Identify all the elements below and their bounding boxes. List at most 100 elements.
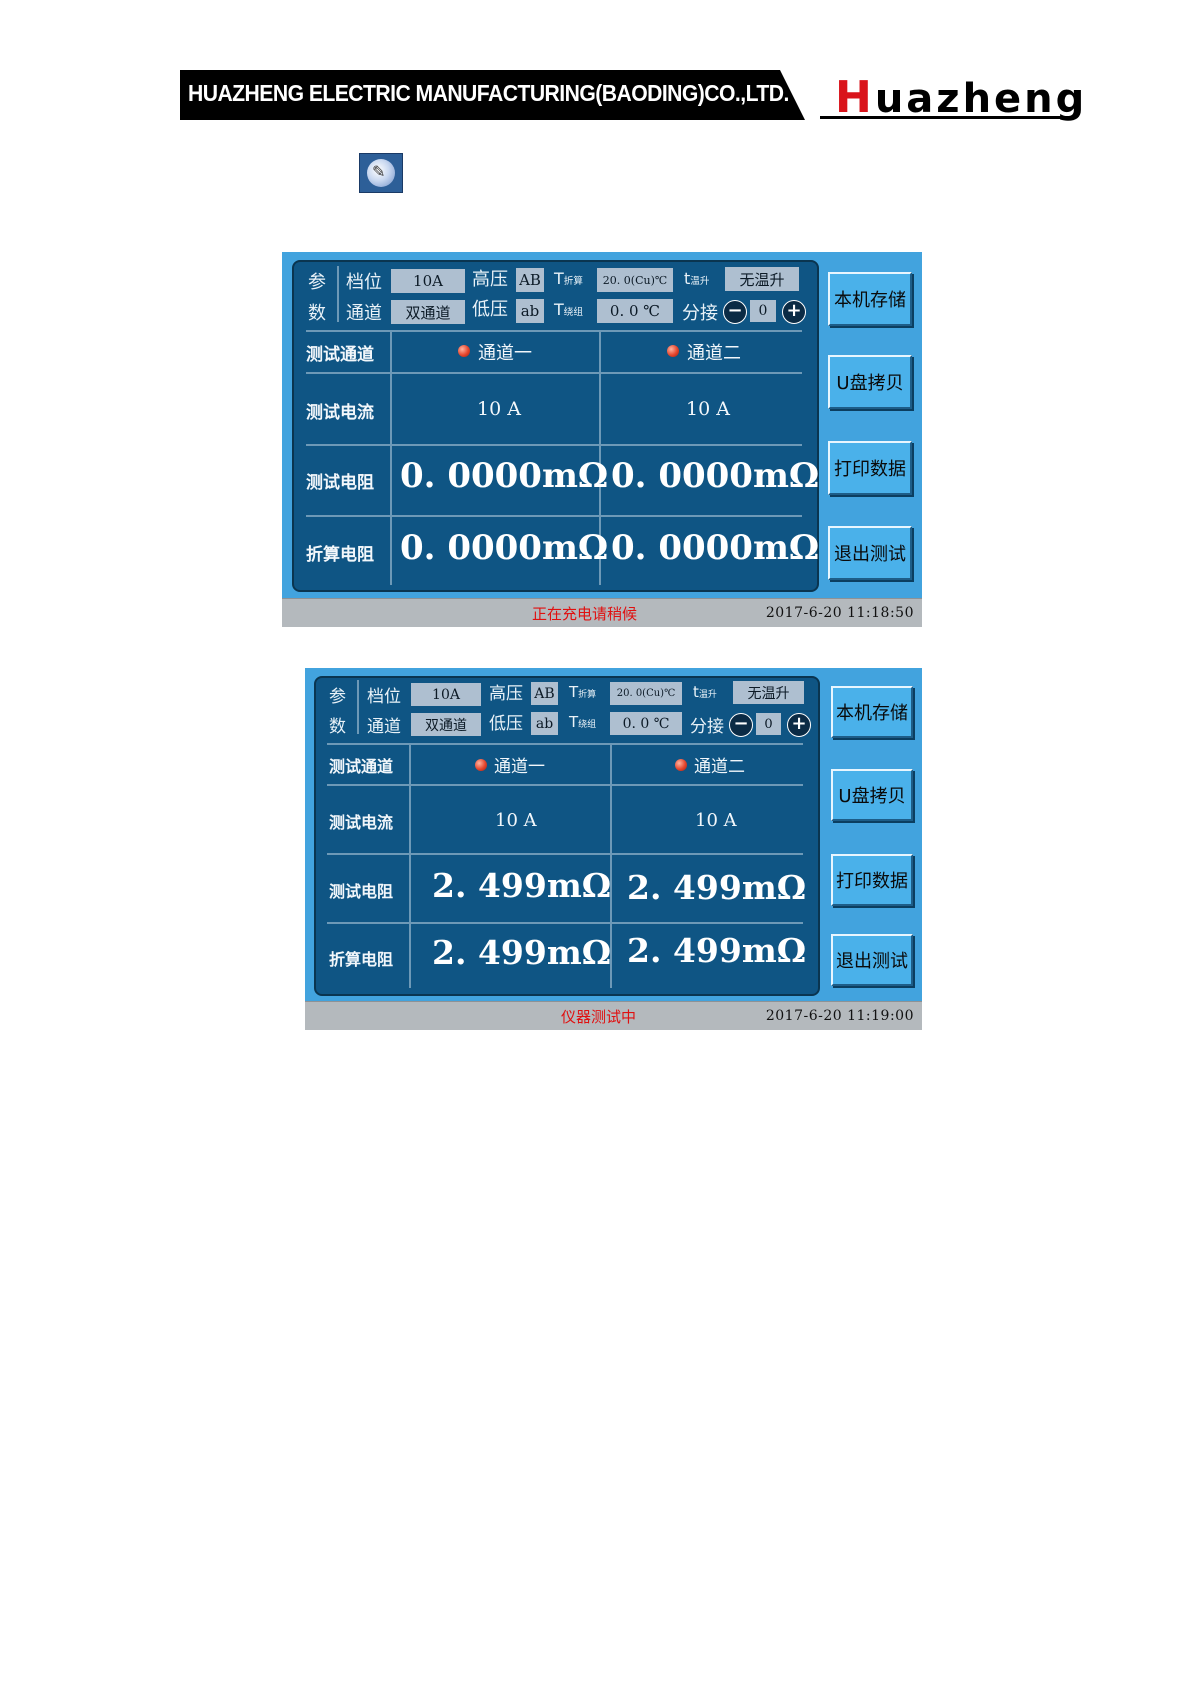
lv-label: 低压 [472, 299, 508, 320]
current-2-value: 10 A [695, 810, 737, 831]
local-save-button[interactable]: 本机存储 [831, 686, 913, 738]
t-wind-sub: 绕组 [563, 307, 583, 318]
grid-line [306, 444, 802, 446]
lv-value-field[interactable]: ab [531, 712, 558, 735]
brand-initial: H [835, 72, 875, 123]
current-2-value: 10 A [686, 398, 730, 420]
t-rise-label: t温升 [684, 269, 709, 288]
tap-plus-button[interactable]: + [782, 300, 806, 324]
t-wind-label: T绕组 [554, 300, 583, 319]
pen-icon: ✎ [372, 162, 386, 181]
device-screen-1: 参 数 档位 10A 通道 双通道 高压 AB 低压 ab T折算 20. 0(… [282, 252, 922, 627]
grid-line [327, 743, 803, 745]
status-datetime: 2017-6-20 11:19:00 [765, 1008, 914, 1024]
tap-value-field[interactable]: 10A [411, 683, 481, 706]
channel-2-label: 通道二 [687, 343, 741, 364]
params-label-bottom: 数 [329, 717, 346, 737]
row-label-resistance: 测试电阻 [329, 882, 394, 901]
company-name: HUAZHENG ELECTRIC MANUFACTURING(BAODING)… [188, 80, 789, 106]
tap-changer-label: 分接 [690, 717, 724, 737]
brand-logo: Huazheng [835, 72, 1087, 123]
grid-line [306, 515, 802, 517]
channel-2-led-icon [667, 345, 679, 357]
row-label-resistance: 测试电阻 [306, 473, 374, 493]
exit-test-button[interactable]: 退出测试 [831, 934, 913, 986]
grid-line [390, 330, 392, 585]
params-label-bottom: 数 [308, 303, 326, 324]
t-rise-main: t [693, 683, 699, 701]
t-wind-main: T [554, 300, 564, 319]
channel-1-led-icon [475, 759, 487, 771]
exit-test-button[interactable]: 退出测试 [828, 526, 912, 580]
lv-label: 低压 [489, 714, 523, 734]
channel-value-field[interactable]: 双通道 [391, 300, 465, 324]
app-icon[interactable]: ✎ [359, 153, 403, 193]
t-wind-value-field[interactable]: 0. 0 ℃ [597, 299, 673, 323]
print-data-button[interactable]: 打印数据 [828, 441, 912, 495]
grid-line [610, 743, 612, 988]
status-datetime: 2017-6-20 11:18:50 [765, 605, 914, 621]
t-rise-sub: 温升 [698, 690, 717, 700]
params-divider [357, 680, 359, 734]
t-conv-value-field[interactable]: 20. 0(Cu)℃ [610, 682, 682, 705]
row-label-channel: 测试通道 [306, 345, 374, 365]
current-1-value: 10 A [477, 398, 521, 420]
tap-minus-button[interactable]: − [723, 300, 747, 324]
tap-changer-value-field[interactable]: 0 [750, 300, 776, 322]
tap-changer-value-field[interactable]: 0 [756, 713, 781, 735]
resistance-1-value: 0. 0000mΩ [400, 456, 609, 496]
t-conv-label: T折算 [569, 683, 596, 701]
row-label-current: 测试电流 [306, 403, 374, 423]
hv-value-field[interactable]: AB [516, 268, 544, 292]
hv-label: 高压 [489, 684, 523, 704]
t-wind-sub: 绕组 [578, 720, 597, 730]
grid-line [599, 330, 601, 585]
current-1-value: 10 A [495, 810, 537, 831]
hv-label: 高压 [472, 269, 508, 290]
params-divider [337, 266, 339, 322]
t-wind-label: T绕组 [569, 713, 596, 731]
status-message: 仪器测试中 [561, 1008, 637, 1026]
company-header: HUAZHENG ELECTRIC MANUFACTURING(BAODING)… [180, 70, 1084, 123]
t-wind-value-field[interactable]: 0. 0 ℃ [610, 712, 682, 735]
tap-plus-button[interactable]: + [787, 713, 811, 737]
local-save-button[interactable]: 本机存储 [828, 272, 912, 326]
tap-value-field[interactable]: 10A [391, 269, 465, 293]
channel-1-label: 通道一 [478, 343, 532, 364]
channel-label: 通道 [367, 717, 401, 737]
t-conv-main: T [569, 683, 579, 701]
converted-1-value: 2. 499mΩ [432, 933, 612, 972]
brand-rest: uazheng [874, 76, 1088, 122]
row-label-converted: 折算电阻 [329, 950, 394, 969]
tap-label: 档位 [346, 272, 382, 293]
usb-copy-button[interactable]: U盘拷贝 [828, 355, 912, 409]
t-conv-sub: 折算 [578, 690, 597, 700]
channel-1-label: 通道一 [494, 757, 545, 777]
status-message: 正在充电请稍候 [532, 605, 638, 623]
converted-2-value: 0. 0000mΩ [611, 528, 820, 568]
t-rise-main: t [684, 269, 691, 288]
hv-value-field[interactable]: AB [531, 682, 558, 705]
t-rise-value-field[interactable]: 无温升 [733, 681, 804, 704]
print-data-button[interactable]: 打印数据 [831, 854, 913, 906]
t-conv-value-field[interactable]: 20. 0(Cu)℃ [597, 268, 673, 292]
device-screen-2: 参 数 档位 10A 通道 双通道 高压 AB 低压 ab T折算 20. 0(… [305, 668, 922, 1030]
channel-2-led-icon [675, 759, 687, 771]
t-conv-label: T折算 [554, 269, 583, 288]
resistance-2-value: 0. 0000mΩ [611, 456, 820, 496]
brand-underline [820, 116, 1072, 119]
t-conv-main: T [554, 269, 564, 288]
usb-copy-button[interactable]: U盘拷贝 [831, 769, 913, 821]
converted-2-value: 2. 499mΩ [627, 931, 807, 970]
grid-line [327, 922, 803, 924]
grid-line [409, 743, 411, 988]
t-wind-main: T [569, 713, 579, 731]
channel-2-label: 通道二 [694, 757, 745, 777]
status-bar: 正在充电请稍候 2017-6-20 11:18:50 [282, 598, 922, 627]
tap-changer-label: 分接 [682, 303, 718, 324]
tap-minus-button[interactable]: − [729, 713, 753, 737]
channel-1-led-icon [458, 345, 470, 357]
channel-value-field[interactable]: 双通道 [411, 713, 481, 736]
lv-value-field[interactable]: ab [516, 299, 544, 323]
t-rise-value-field[interactable]: 无温升 [725, 267, 799, 291]
